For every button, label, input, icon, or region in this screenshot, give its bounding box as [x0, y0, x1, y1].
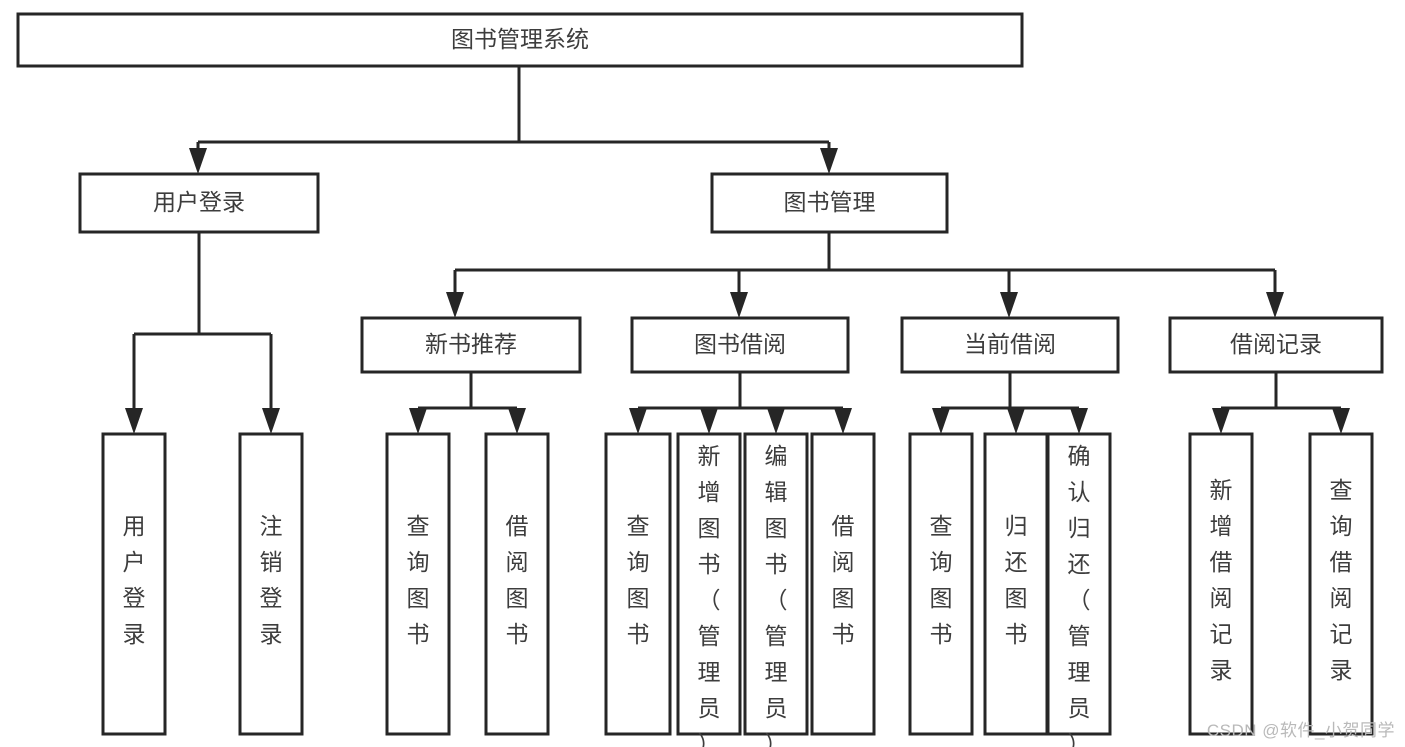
node-box[interactable]: [810, 432, 876, 736]
node-leaf-query-book-2[interactable]: 查询图书: [604, 432, 672, 736]
node-leaf-query-book-1[interactable]: 查询图书: [385, 432, 451, 736]
node-new-book-rec[interactable]: 新书推荐: [360, 316, 582, 374]
node-box[interactable]: [101, 432, 167, 736]
node-user-login[interactable]: 用户登录: [78, 172, 320, 234]
node-leaf-user-login[interactable]: 用户登录: [101, 432, 167, 736]
node-box[interactable]: [1046, 432, 1112, 736]
arrowhead-icon: [820, 148, 838, 174]
node-book-borrow[interactable]: 图书借阅: [630, 316, 850, 374]
node-leaf-query-record[interactable]: 查询借阅记录: [1308, 432, 1374, 736]
connector-group: [932, 372, 1088, 434]
arrowhead-icon: [1070, 408, 1088, 434]
connector-group: [409, 372, 526, 434]
node-box[interactable]: [900, 316, 1120, 374]
node-label: 查询借阅记录: [1330, 477, 1353, 683]
connector-group: [189, 66, 838, 174]
node-box[interactable]: [630, 316, 850, 374]
arrowhead-icon: [409, 408, 427, 434]
arrowhead-icon: [508, 408, 526, 434]
node-box[interactable]: [385, 432, 451, 736]
node-leaf-logout[interactable]: 注销登录: [238, 432, 304, 736]
connector-group: [125, 232, 280, 434]
arrowhead-icon: [834, 408, 852, 434]
connector-group: [446, 232, 1284, 318]
node-leaf-add-record[interactable]: 新增借阅记录: [1188, 432, 1254, 736]
node-label: 注销登录: [260, 513, 283, 647]
node-box[interactable]: [604, 432, 672, 736]
arrowhead-icon: [700, 408, 718, 434]
node-book-manage[interactable]: 图书管理: [710, 172, 949, 234]
node-label: 确认归还（管理员）: [1068, 443, 1091, 747]
node-box[interactable]: [1308, 432, 1374, 736]
node-box[interactable]: [484, 432, 550, 736]
node-label: 编辑图书（管理员）: [765, 443, 788, 747]
node-label: 用户登录: [123, 513, 146, 647]
arrowhead-icon: [446, 292, 464, 318]
node-label: 新增借阅记录: [1210, 477, 1233, 683]
node-box[interactable]: [710, 172, 949, 234]
node-box[interactable]: [238, 432, 304, 736]
node-box[interactable]: [676, 432, 742, 736]
arrowhead-icon: [262, 408, 280, 434]
node-leaf-borrow-book-1[interactable]: 借阅图书: [484, 432, 550, 736]
arrowhead-icon: [1000, 292, 1018, 318]
node-label: 查询图书: [627, 513, 650, 647]
arrowhead-icon: [1332, 408, 1350, 434]
arrowhead-icon: [1266, 292, 1284, 318]
arrowhead-icon: [1007, 408, 1025, 434]
arrowhead-icon: [767, 408, 785, 434]
node-current-borrow[interactable]: 当前借阅: [900, 316, 1120, 374]
node-label: 查询图书: [407, 513, 430, 647]
node-box[interactable]: [983, 432, 1049, 736]
node-box[interactable]: [908, 432, 974, 736]
node-borrow-record[interactable]: 借阅记录: [1168, 316, 1384, 374]
node-root[interactable]: 图书管理系统: [16, 12, 1024, 68]
node-box[interactable]: [743, 432, 809, 736]
node-box[interactable]: [16, 12, 1024, 68]
node-label: 图书管理: [784, 189, 876, 215]
node-label: 查询图书: [930, 513, 953, 647]
node-label: 借阅图书: [506, 513, 529, 647]
node-label: 新书推荐: [425, 331, 517, 357]
arrowhead-icon: [189, 148, 207, 174]
node-leaf-add-book[interactable]: 新增图书（管理员）: [676, 432, 742, 747]
connector-group: [1212, 372, 1350, 434]
node-box[interactable]: [360, 316, 582, 374]
node-label: 借阅图书: [832, 513, 855, 647]
connector-group: [629, 372, 852, 434]
node-leaf-borrow-book-2[interactable]: 借阅图书: [810, 432, 876, 736]
arrowhead-icon: [730, 292, 748, 318]
arrowhead-icon: [932, 408, 950, 434]
node-label: 新增图书（管理员）: [698, 443, 721, 747]
node-leaf-confirm-return[interactable]: 确认归还（管理员）: [1046, 432, 1112, 747]
node-label: 当前借阅: [964, 331, 1056, 357]
node-label: 图书借阅: [694, 331, 786, 357]
node-box[interactable]: [1188, 432, 1254, 736]
arrowhead-icon: [1212, 408, 1230, 434]
node-box[interactable]: [78, 172, 320, 234]
node-label: 用户登录: [153, 189, 245, 215]
node-box[interactable]: [1168, 316, 1384, 374]
node-label: 归还图书: [1005, 513, 1028, 647]
node-leaf-query-book-3[interactable]: 查询图书: [908, 432, 974, 736]
arrowhead-icon: [125, 408, 143, 434]
node-label: 借阅记录: [1230, 331, 1322, 357]
node-leaf-return-book[interactable]: 归还图书: [983, 432, 1049, 736]
node-leaf-edit-book[interactable]: 编辑图书（管理员）: [743, 432, 809, 747]
arrowhead-icon: [629, 408, 647, 434]
node-label: 图书管理系统: [451, 26, 589, 52]
